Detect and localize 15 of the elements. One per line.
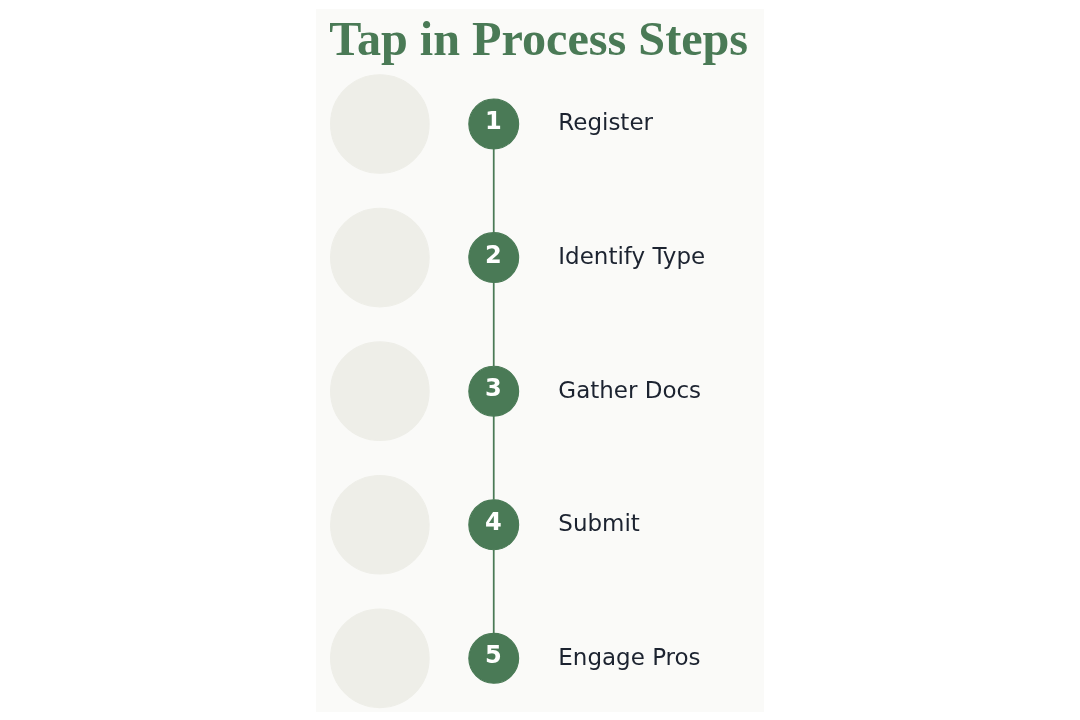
node-label: Gather Docs [558,376,702,403]
connector [492,281,495,367]
diagram-title: Tap in Process Steps [329,11,749,65]
connector [492,414,495,500]
node-label: Engage Pros [558,643,701,670]
node-circle: 5 [468,632,520,684]
connector [492,147,495,233]
node-circle: 4 [468,498,520,550]
connector [492,548,495,634]
node-label: Identify Type [558,242,706,269]
node-circle: 2 [468,231,520,283]
node-label: Register [558,108,653,135]
node-circle: 3 [468,365,520,417]
node-label: Submit [558,509,640,536]
node-circle: 1 [468,98,520,149]
